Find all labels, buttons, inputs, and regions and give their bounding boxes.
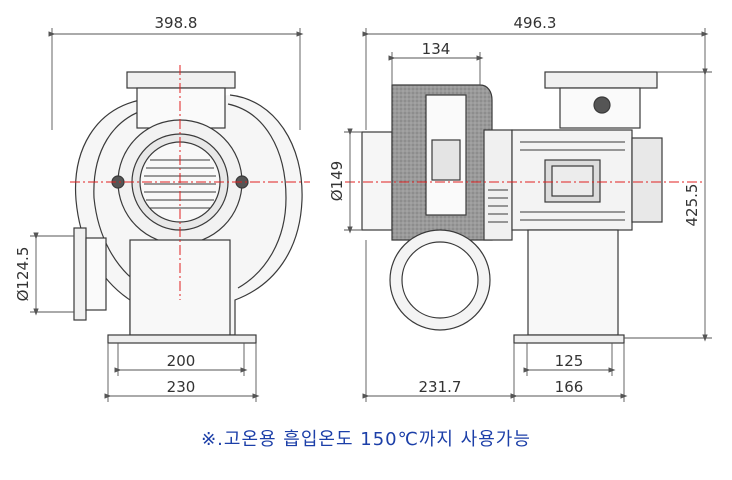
dim-side-width: 496.3 — [514, 14, 557, 32]
blower-technical-drawing: 398.8 496.3 134 Ø149 425.5 Ø124.5 200 23… — [14, 14, 712, 402]
dim-side-offset: 231.7 — [419, 378, 462, 396]
dim-inlet-diameter: Ø149 — [328, 161, 346, 201]
dimension-lines — [30, 28, 712, 402]
temperature-note: ※.고온용 흡입온도 150℃까지 사용가능 — [201, 429, 531, 450]
dim-foot-inner: 125 — [555, 352, 584, 370]
front-view — [73, 71, 303, 344]
dim-outlet-diameter: Ø124.5 — [14, 247, 32, 302]
dim-top-flange: 134 — [422, 40, 451, 58]
dim-base-outer: 230 — [167, 378, 196, 396]
dim-base-inner: 200 — [167, 352, 196, 370]
dim-front-width: 398.8 — [155, 14, 198, 32]
dim-height: 425.5 — [683, 184, 701, 227]
dim-foot-outer: 166 — [555, 378, 584, 396]
front-centerlines — [70, 65, 310, 300]
side-view — [361, 71, 663, 344]
